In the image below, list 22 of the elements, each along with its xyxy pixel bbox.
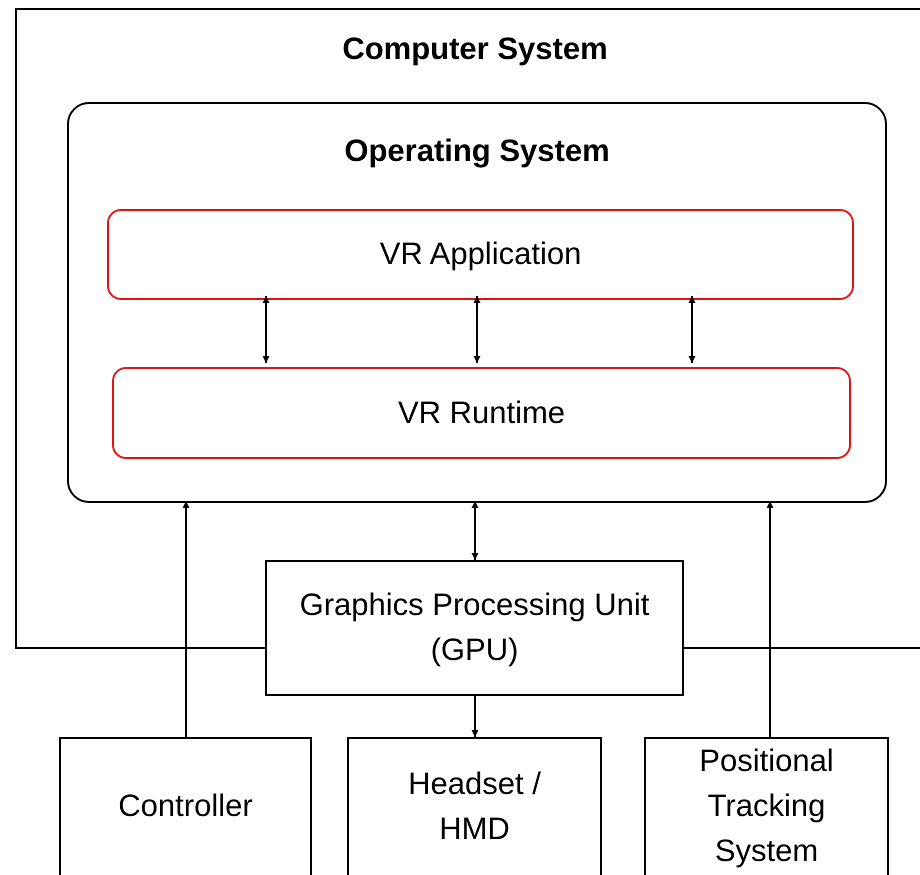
component-box: [347, 737, 602, 875]
arrow: [766, 501, 774, 737]
component-box: [265, 560, 684, 696]
component-box: [107, 209, 854, 300]
component-box: [112, 367, 851, 459]
box-label: Controller: [117, 787, 254, 826]
rounded-panel: [67, 102, 887, 503]
section-title: Operating System: [343, 132, 611, 170]
component-box: [644, 737, 889, 875]
box-label: VR Application: [378, 235, 582, 274]
arrow: [472, 501, 478, 560]
arrow: [262, 296, 270, 363]
arrow: [688, 296, 696, 363]
box-label: Headset / HMD: [407, 764, 542, 848]
box-label: VR Runtime: [396, 394, 566, 432]
section-title: Computer System: [341, 30, 609, 68]
arrow: [474, 296, 480, 363]
box-label: Positional Tracking System: [698, 742, 835, 870]
box-label: Graphics Processing Unit (GPU): [298, 586, 650, 669]
arrow: [472, 696, 478, 737]
arrow: [182, 501, 190, 737]
component-box: [59, 737, 312, 875]
